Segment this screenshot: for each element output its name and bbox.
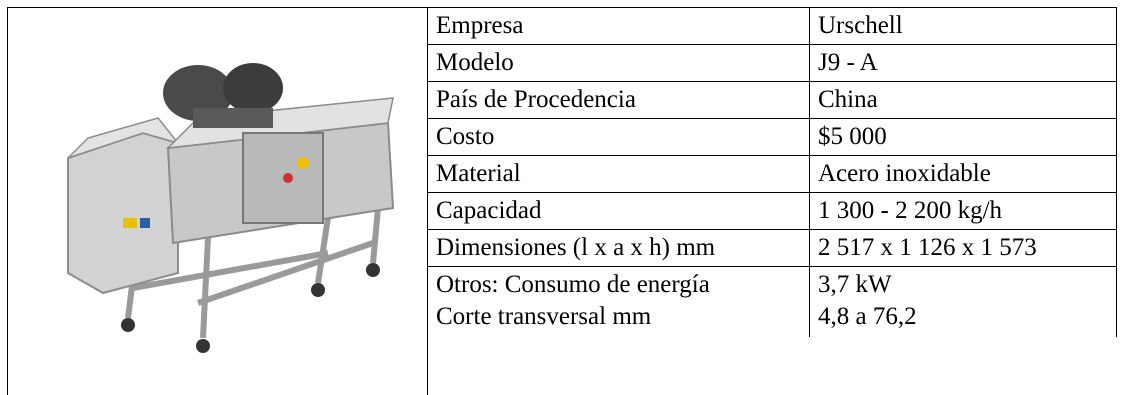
machine-image [67, 63, 395, 353]
spec-label-line: Corte transversal mm [436, 303, 652, 330]
spec-value-multiline: 3,7 kW 4,8 a 76,2 [809, 266, 1117, 337]
table-row: País de Procedencia China [427, 81, 1117, 119]
spec-label: Empresa [427, 7, 810, 45]
spec-label-multiline: Otros: Consumo de energía Corte transver… [427, 266, 810, 337]
spec-value: $5 000 [809, 118, 1117, 156]
spec-label: Material [427, 155, 810, 193]
spec-value: Urschell [809, 7, 1117, 45]
table-row: Material Acero inoxidable [427, 155, 1117, 193]
table-row: Costo $5 000 [427, 118, 1117, 156]
spec-label: Capacidad [427, 192, 810, 230]
spec-value: 2 517 x 1 126 x 1 573 [809, 229, 1117, 267]
spec-value-line: 4,8 a 76,2 [818, 303, 917, 330]
table-row: Otros: Consumo de energía Corte transver… [427, 266, 1117, 337]
machine-image-cell [7, 7, 428, 395]
spec-value: Acero inoxidable [809, 155, 1117, 193]
spec-value-line: 3,7 kW [818, 271, 892, 298]
table-row: Capacidad 1 300 - 2 200 kg/h [427, 192, 1117, 230]
spec-label: Modelo [427, 44, 810, 82]
spec-label: País de Procedencia [427, 81, 810, 119]
spec-label: Dimensiones (l x a x h) mm [427, 229, 810, 267]
spec-value: J9 - A [809, 44, 1117, 82]
spec-label-line: Otros: Consumo de energía [436, 271, 710, 298]
table-row: Modelo J9 - A [427, 44, 1117, 82]
spec-table: Empresa Urschell Modelo J9 - A País de P… [427, 7, 1117, 337]
table-row: Empresa Urschell [427, 7, 1117, 45]
spec-label: Costo [427, 118, 810, 156]
spec-value: China [809, 81, 1117, 119]
table-row: Dimensiones (l x a x h) mm 2 517 x 1 126… [427, 229, 1117, 267]
spec-value: 1 300 - 2 200 kg/h [809, 192, 1117, 230]
